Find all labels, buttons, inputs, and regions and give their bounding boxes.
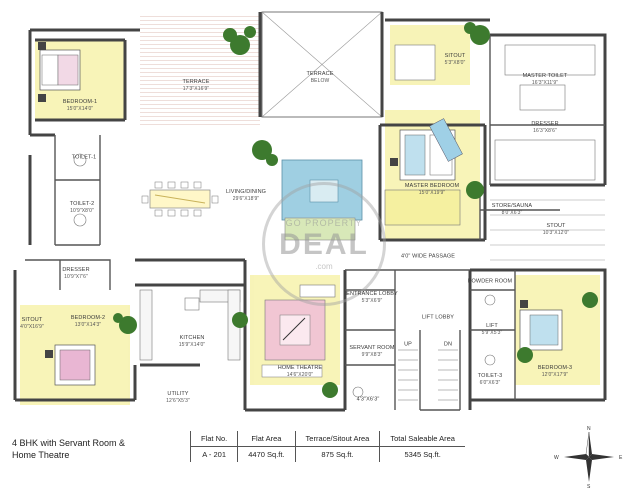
label-toilet-servant: 4'3"X6'3" [356, 396, 380, 403]
bed-3 [519, 300, 563, 351]
compass-s: S [587, 484, 591, 490]
spec-value-terrace-area: 875 Sq.ft. [294, 446, 380, 462]
label-dn: DN [443, 341, 453, 348]
stair-steps [398, 349, 458, 401]
bed-2 [45, 344, 96, 386]
compass-w: W [554, 455, 559, 461]
home-theatre-seating [261, 299, 326, 378]
spec-header-terrace-area: Terrace/Sitout Area [294, 431, 380, 447]
compass-n: N [587, 426, 591, 432]
terrace-area [140, 15, 260, 125]
label-passage: 4'0" WIDE PASSAGE [400, 253, 456, 260]
watermark-line2: DEAL [279, 227, 369, 261]
bed-master [390, 118, 463, 181]
spec-value-flat-no: A - 201 [189, 446, 238, 462]
area-spec-table: Flat No. Flat Area Terrace/Sitout Area T… [189, 431, 465, 462]
watermark-line3: .com [315, 261, 333, 271]
plan-title-line2: Home Theatre [12, 450, 70, 460]
plants [113, 22, 598, 398]
walls [13, 12, 607, 412]
watermark-seal: GO PROPERTY DEAL .com [262, 182, 386, 306]
kitchen-counter [139, 289, 241, 361]
label-powder-room: POWDER ROOM [467, 278, 513, 285]
spec-header-flat-area: Flat Area [237, 431, 296, 447]
spec-header-flat-no: Flat No. [189, 431, 238, 447]
compass-icon [564, 431, 614, 482]
plan-title-line1: 4 BHK with Servant Room & [12, 438, 126, 448]
fixtures [73, 44, 596, 398]
bed-1 [38, 42, 81, 102]
label-lift-lobby: LIFT LOBBY [421, 314, 455, 321]
spec-value-row: A - 201 4470 Sq.ft. 875 Sq.ft. 5345 Sq.f… [189, 446, 465, 462]
spec-header-row: Flat No. Flat Area Terrace/Sitout Area T… [189, 431, 465, 447]
label-toilet1: TOILET-1 [71, 154, 97, 161]
spec-value-flat-area: 4470 Sq.ft. [237, 446, 296, 462]
watermark-line1: GO PROPERTY [285, 217, 363, 228]
compass-e: E [619, 455, 623, 461]
spec-header-total-area: Total Saleable Area [379, 431, 465, 447]
spec-value-total-area: 5345 Sq.ft. [379, 446, 465, 462]
stout-stripes [490, 199, 605, 261]
plan-title: 4 BHK with Servant Room & Home Theatre [12, 437, 125, 461]
label-up: UP [404, 341, 412, 348]
dining-table [141, 181, 219, 217]
